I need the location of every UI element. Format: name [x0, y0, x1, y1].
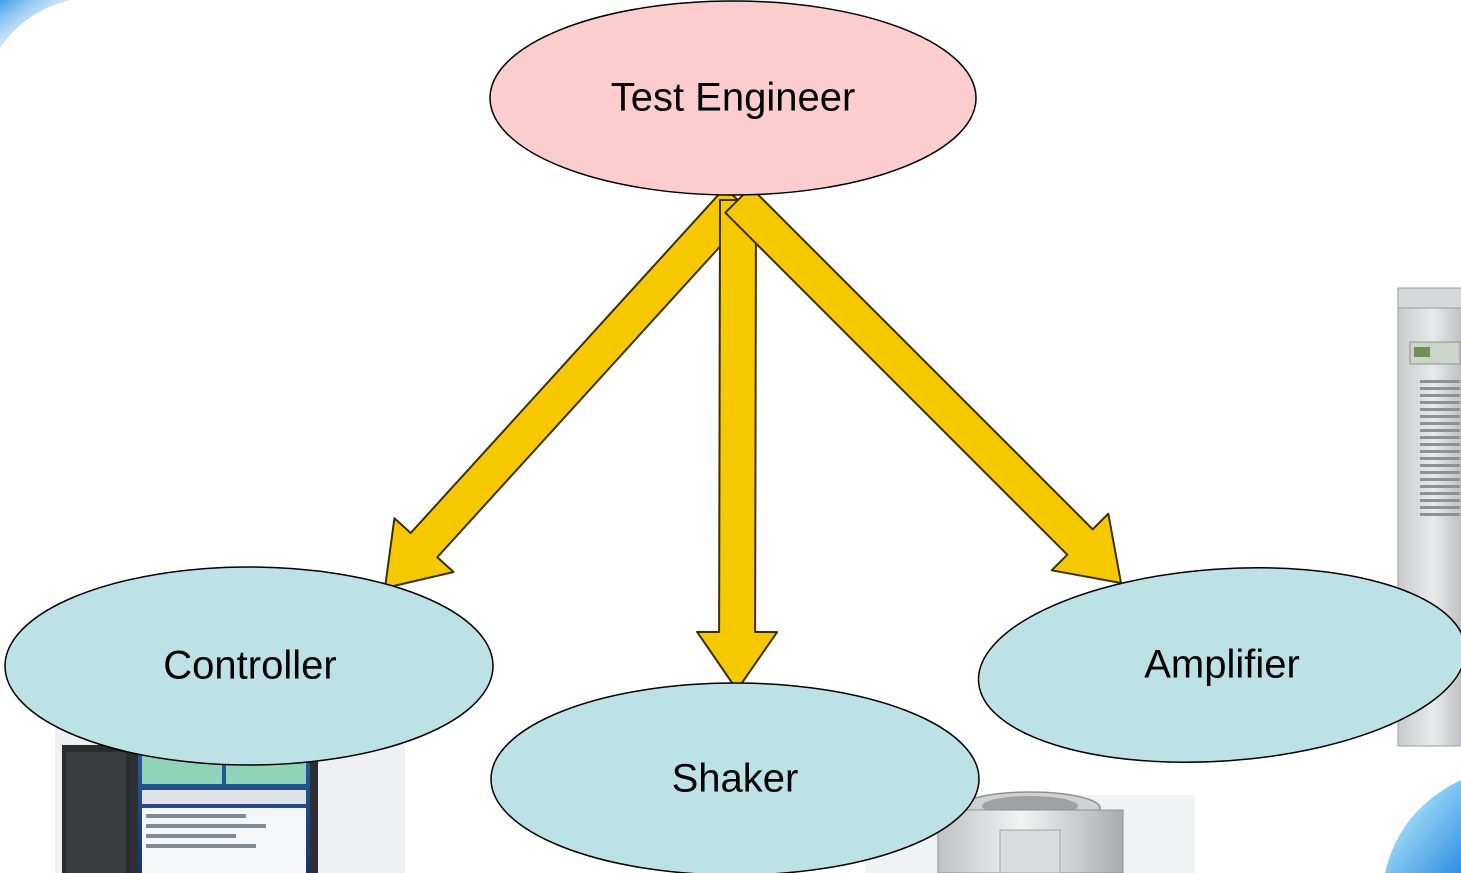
corner-accent-top-left — [0, 0, 70, 48]
node-test-engineer: Test Engineer — [489, 0, 977, 196]
node-controller-label: Controller — [163, 644, 336, 688]
node-controller: Controller — [4, 566, 494, 766]
node-shaker: Shaker — [490, 682, 980, 873]
node-amplifier: Amplifier — [977, 566, 1461, 764]
node-amplifier-label: Amplifier — [1144, 643, 1300, 687]
arrows-group — [384, 186, 1122, 691]
node-test-engineer-label: Test Engineer — [611, 76, 856, 120]
arrow-engineer-to-shaker — [696, 199, 779, 691]
shaker-machine-image — [865, 791, 1195, 873]
arrow-engineer-to-amplifier — [724, 186, 1122, 584]
node-test-engineer-shape — [489, 0, 977, 196]
node-controller-shape — [4, 566, 494, 766]
node-shaker-label: Shaker — [672, 757, 799, 801]
arrow-engineer-to-controller — [384, 186, 753, 589]
node-shaker-shape — [490, 682, 980, 873]
node-amplifier-shape — [977, 566, 1461, 764]
controller-computer-image — [55, 728, 405, 873]
corner-accent-bottom-right — [1385, 780, 1461, 873]
